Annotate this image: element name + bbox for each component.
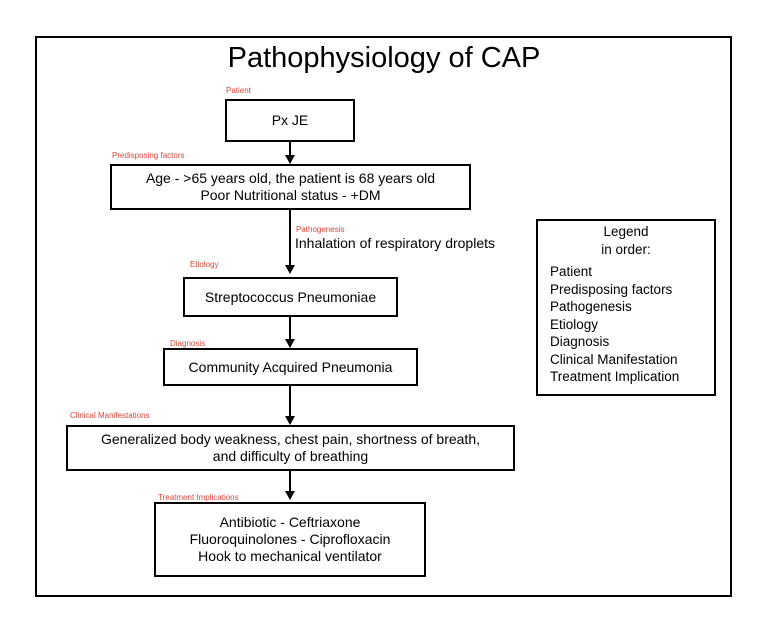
node-etiology-text: Streptococcus Pneumoniae (204, 288, 377, 305)
label-etiology: Etiology (190, 260, 219, 269)
connector-line (289, 317, 291, 339)
node-clinical-line1: Generalized body weakness, chest pain, s… (101, 431, 480, 447)
connector-line (289, 471, 291, 491)
label-pathogenesis: Pathogenesis (296, 225, 345, 234)
node-patient-text: Px JE (271, 112, 309, 128)
node-clinical-manifestations: Generalized body weakness, chest pain, s… (66, 425, 515, 471)
label-predisposing-factors: Predisposing factors (112, 151, 185, 160)
node-predisposing-factors: Age - >65 years old, the patient is 68 y… (110, 164, 471, 210)
legend-item: Treatment Implication (550, 369, 680, 384)
node-predisposing-line2: Poor Nutritional status - +DM (200, 187, 381, 203)
legend-item: Predisposing factors (550, 281, 673, 297)
node-diagnosis-text: Community Acquired Pneumonia (188, 358, 393, 375)
node-clinical-line2: and difficulty of breathing (212, 448, 369, 464)
legend-title-line2: in order: (601, 241, 651, 257)
node-patient: Px JE (225, 99, 355, 142)
legend-title: Legend in order: (538, 223, 714, 258)
legend-item: Patient (550, 264, 593, 279)
node-treatment-implications: Antibiotic - Ceftriaxone Fluoroquinolone… (154, 502, 426, 577)
arrowhead (285, 491, 295, 500)
node-treatment-line2: Fluoroquinolones - Ciprofloxacin (189, 531, 391, 547)
arrowhead (285, 339, 295, 348)
legend-box: Legend in order: Patient Predisposing fa… (536, 219, 716, 396)
node-treatment-line3: Hook to mechanical ventilator (198, 548, 382, 564)
arrowhead (285, 416, 295, 425)
node-etiology: Streptococcus Pneumoniae (183, 277, 398, 317)
legend-list: Patient Predisposing factors Pathogenesi… (538, 263, 714, 386)
node-treatment-line1: Antibiotic - Ceftriaxone (219, 514, 361, 530)
connector-line (289, 142, 291, 155)
pathogenesis-note: Inhalation of respiratory droplets (295, 235, 495, 251)
arrowhead (285, 265, 295, 274)
label-clinical-manifestations: Clinical Manifestations (70, 411, 150, 420)
legend-title-line1: Legend (603, 224, 649, 239)
legend-item: Etiology (550, 316, 599, 332)
legend-item: Pathogenesis (550, 299, 632, 314)
label-diagnosis: Diagnosis (170, 339, 206, 348)
label-treatment-implications: Treatment Implications (158, 493, 239, 502)
connector-line (289, 210, 291, 265)
legend-item: Clinical Manifestation (550, 351, 678, 367)
label-patient: Patient (226, 86, 251, 95)
legend-item: Diagnosis (550, 334, 610, 349)
arrowhead (285, 155, 295, 164)
node-diagnosis: Community Acquired Pneumonia (163, 348, 418, 386)
connector-line (289, 386, 291, 416)
node-predisposing-line1: Age - >65 years old, the patient is 68 y… (145, 170, 436, 186)
diagram-frame (35, 36, 732, 597)
diagram-title: Pathophysiology of CAP (227, 42, 541, 74)
